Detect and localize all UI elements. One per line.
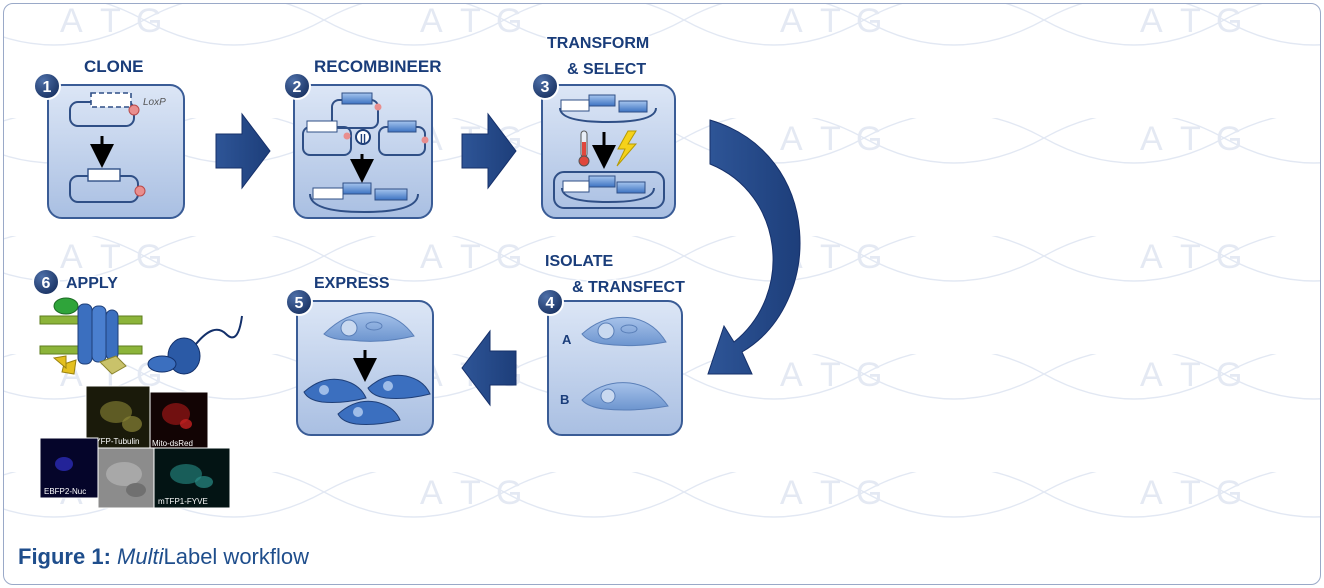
step-number: 2	[293, 79, 302, 96]
membrane-protein-illustration	[39, 297, 143, 375]
step-isolate-transfect: A B 4 ISOLATE & TRANSFECT	[536, 252, 687, 436]
step-title: & SELECT	[567, 61, 646, 78]
svg-text:Mito-dsRed: Mito-dsRed	[152, 439, 193, 448]
cell-b-label: B	[560, 392, 569, 407]
step-number-badge	[536, 288, 564, 316]
loxp-label: LoxP	[143, 97, 166, 108]
step-number: 3	[541, 79, 550, 96]
step-title: APPLY	[66, 275, 118, 292]
micrograph-brightfield	[97, 447, 155, 509]
step-number-badge	[531, 72, 559, 100]
step-title: RECOMBINEER	[314, 57, 442, 76]
flow-arrow-1	[215, 112, 271, 190]
svg-text:mTFP1-FYVE: mTFP1-FYVE	[158, 497, 208, 506]
expressing-cells	[303, 374, 431, 425]
motor-protein-illustration	[147, 315, 243, 375]
svg-text:EYFP-Tubulin: EYFP-Tubulin	[90, 437, 140, 446]
step-number-badge	[32, 268, 60, 296]
step-number-badge	[33, 72, 61, 100]
figure-frame: A T G	[3, 3, 1321, 585]
workflow-diagram: LoxP 1 CLONE ||	[32, 34, 801, 509]
thermometer-icon	[578, 130, 590, 167]
caption-prefix: Figure 1:	[18, 544, 111, 569]
clone-vector-bottom	[69, 168, 146, 203]
figure-caption: Figure 1: MultiLabel workflow	[18, 544, 309, 570]
step-transform-select: 3 TRANSFORM & SELECT	[531, 34, 676, 219]
cell-b: B	[560, 382, 669, 411]
micrograph-mtfp1-fyve: mTFP1-FYVE	[153, 447, 231, 509]
svg-text:EBFP2-Nuc: EBFP2-Nuc	[44, 487, 86, 496]
cell-a-label: A	[562, 332, 572, 347]
step-number: 1	[43, 79, 52, 96]
flow-arrow-curved	[707, 119, 801, 375]
step-number: 4	[546, 295, 555, 312]
step-recombineer: || 2 RECOMBINEER	[283, 56, 443, 219]
step-apply: 6 APPLY EYFP-T	[32, 268, 243, 509]
caption-italic: Multi	[117, 544, 164, 569]
flow-arrow-4	[461, 329, 517, 407]
step-title: ISOLATE	[545, 253, 613, 270]
step-title: TRANSFORM	[547, 35, 649, 52]
step-express: 5 EXPRESS	[285, 274, 434, 436]
lightning-icon	[616, 130, 638, 167]
step-title: EXPRESS	[314, 275, 390, 292]
step-number: 5	[295, 295, 304, 312]
step-title: & TRANSFECT	[572, 279, 685, 296]
flow-arrow-2	[461, 112, 517, 190]
step-number-badge	[285, 288, 313, 316]
step-clone: LoxP 1 CLONE	[33, 56, 185, 219]
cell-a: A	[562, 316, 667, 347]
step-title: CLONE	[84, 57, 144, 76]
clone-vector-top: LoxP	[69, 92, 166, 127]
step-number: 6	[42, 275, 51, 292]
step-number-badge	[283, 72, 311, 100]
micrograph-ebfp2-nuc: EBFP2-Nuc	[39, 437, 99, 499]
caption-rest: Label workflow	[163, 544, 309, 569]
svg-text:||: ||	[360, 133, 366, 145]
micrograph-mito-dsred: Mito-dsRed	[149, 391, 209, 451]
